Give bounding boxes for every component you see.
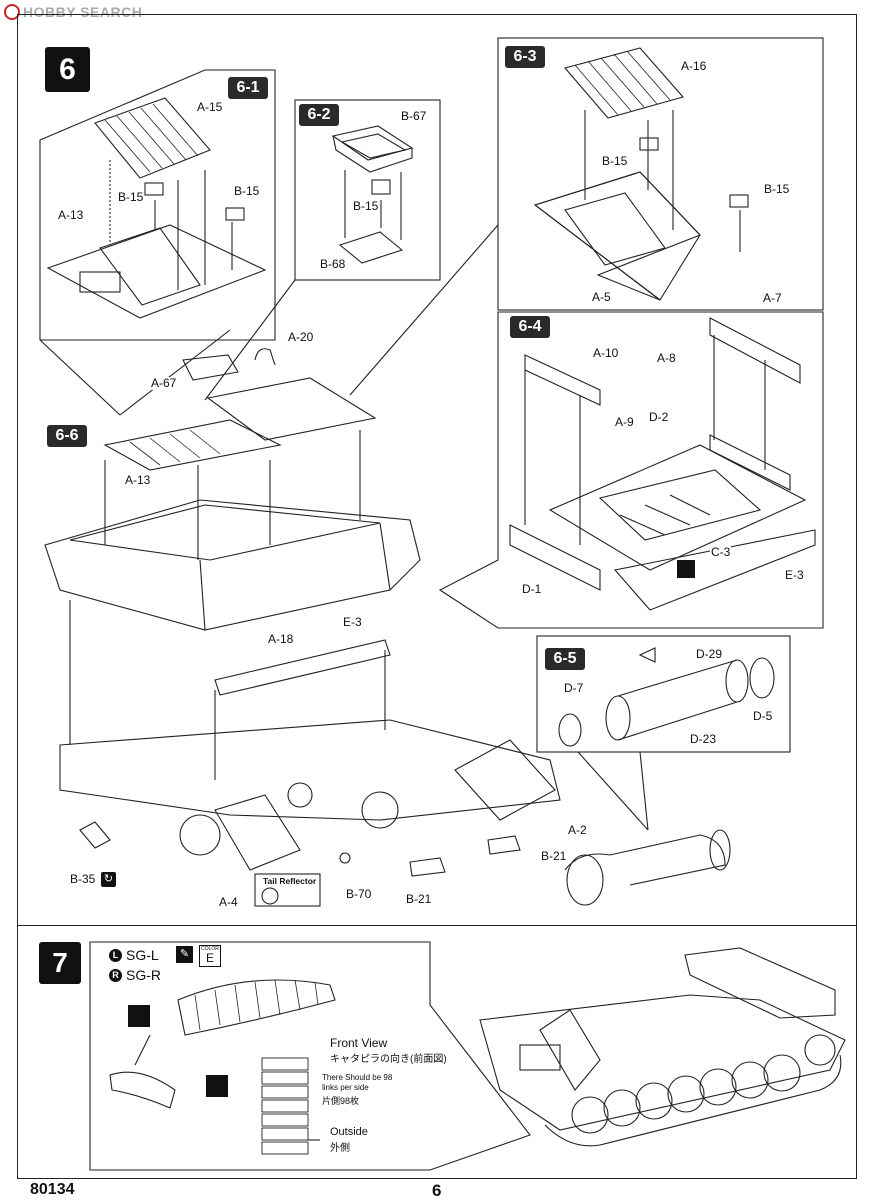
part-label-d5: D-5 <box>752 709 774 723</box>
right-circle-icon: R <box>109 968 122 982</box>
substep-6-6-badge: 6-6 <box>47 425 87 447</box>
part-label-a8: A-8 <box>656 351 677 365</box>
part-label-a7: A-7 <box>762 291 783 305</box>
part-label-a2: A-2 <box>567 823 588 837</box>
substep-6-4-frame <box>438 311 824 629</box>
part-label-b15-5: B-15 <box>763 182 791 196</box>
part-label-a9: A-9 <box>614 415 635 429</box>
page-number: 6 <box>432 1181 442 1200</box>
logo-text: HOBBY SEARCH <box>23 4 143 20</box>
part-label-e3-2: E-3 <box>784 568 805 582</box>
hobby-search-logo: HOBBY SEARCH <box>4 4 142 20</box>
paint-brush-icon: ✎ <box>176 946 193 963</box>
kit-number: 80134 <box>30 1181 75 1198</box>
part-label-a10: A-10 <box>592 346 620 360</box>
part-label-b21-1: B-21 <box>540 849 568 863</box>
sg-l-label: SG-L <box>126 947 159 963</box>
step-7-panel <box>17 925 857 1179</box>
sg-r-label: SG-R <box>126 967 161 983</box>
substep-6-5-badge: 6-5 <box>545 648 585 670</box>
step-6-number: 6 <box>45 47 90 92</box>
glue-icon-1 <box>128 1005 150 1027</box>
part-label-a20: A-20 <box>287 330 315 344</box>
substep-6-3-frame <box>497 37 824 311</box>
part-label-b70: B-70 <box>345 887 373 901</box>
part-label-d7: D-7 <box>563 681 585 695</box>
substep-6-4-badge: 6-4 <box>510 316 550 338</box>
right-side-marker: R SG-R <box>109 967 161 983</box>
part-label-d1: D-1 <box>521 582 543 596</box>
part-label-c3: C-3 <box>710 545 732 559</box>
part-label-b15-2: B-15 <box>233 184 261 198</box>
color-code: E <box>205 951 214 965</box>
part-label-b35: B-35 <box>69 872 97 886</box>
front-view-label: Front View <box>330 1036 388 1050</box>
step-7-number: 7 <box>39 942 81 984</box>
part-label-a18: A-18 <box>267 632 295 646</box>
part-label-d29: D-29 <box>695 647 724 661</box>
outside-jp-label: 外側 <box>330 1143 350 1154</box>
cement-icon: ↻ <box>101 872 116 887</box>
links-note-1: There Should be 98 <box>322 1073 393 1082</box>
substep-6-1-frame <box>39 69 276 341</box>
substep-6-3-badge: 6-3 <box>505 46 545 68</box>
part-label-b15-4: B-15 <box>601 154 629 168</box>
tail-reflector-label: Tail Reflector <box>262 876 318 886</box>
links-note-jp: 片側98枚 <box>322 1096 360 1106</box>
links-note-2: links per side <box>322 1083 369 1092</box>
part-label-a4: A-4 <box>218 895 239 909</box>
left-side-marker: L SG-L <box>109 947 159 963</box>
part-label-b67: B-67 <box>400 109 428 123</box>
part-label-b15-3: B-15 <box>352 199 380 213</box>
part-label-b21-2: B-21 <box>405 892 433 906</box>
color-code-box: COLOR E <box>199 945 221 967</box>
substep-6-2-badge: 6-2 <box>299 104 339 126</box>
c3-cement-icon <box>677 560 695 578</box>
part-label-b15-1: B-15 <box>117 190 145 204</box>
logo-circle-icon <box>4 4 20 20</box>
part-label-a13-1: A-13 <box>57 208 85 222</box>
part-label-d23: D-23 <box>689 732 718 746</box>
substep-6-5-frame <box>536 635 791 753</box>
front-view-jp-label: キャタピラの向き(前面図) <box>330 1054 447 1065</box>
tail-reflector-box <box>254 873 321 907</box>
substep-6-1-badge: 6-1 <box>228 77 268 99</box>
color-caption: COLOR <box>201 946 219 952</box>
glue-icon-2 <box>206 1075 228 1097</box>
part-label-a5: A-5 <box>591 290 612 304</box>
part-label-a67: A-67 <box>150 376 178 390</box>
part-label-a16: A-16 <box>680 59 708 73</box>
part-label-a13-2: A-13 <box>124 473 152 487</box>
part-label-a15: A-15 <box>196 100 224 114</box>
part-label-e3-1: E-3 <box>342 615 363 629</box>
part-label-d2: D-2 <box>648 410 670 424</box>
substep-6-2-frame <box>294 99 441 281</box>
left-circle-icon: L <box>109 948 122 962</box>
part-label-b68: B-68 <box>319 257 347 271</box>
outside-label: Outside <box>330 1126 368 1138</box>
step-7-zoom-frame <box>89 941 531 1171</box>
